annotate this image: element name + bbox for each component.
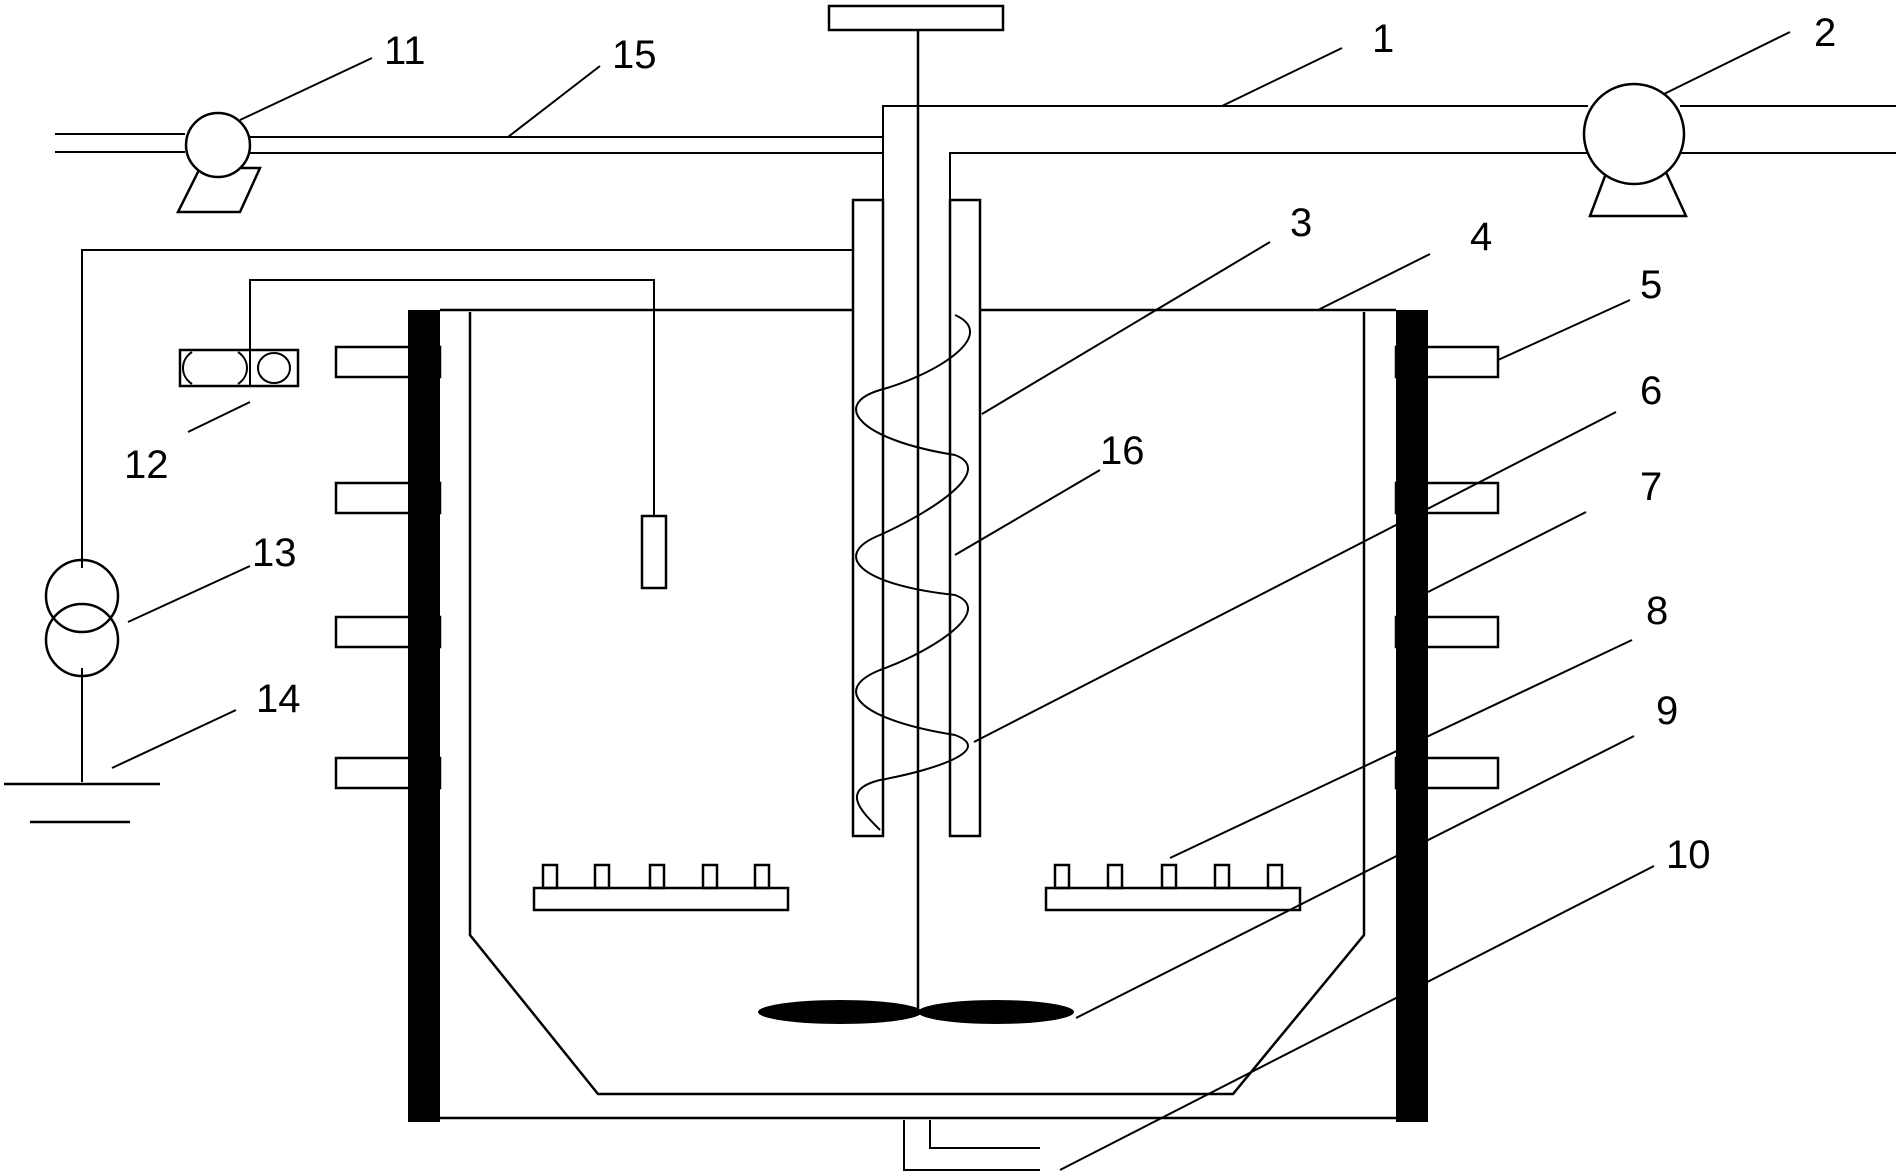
ground-icon <box>4 782 160 824</box>
label-2: 2 <box>1814 11 1836 55</box>
label-7: 7 <box>1640 465 1662 509</box>
label-12: 12 <box>124 443 169 487</box>
inlet-pipe-left <box>55 133 883 154</box>
label-9: 9 <box>1656 689 1678 733</box>
heating-coil <box>855 314 971 831</box>
reactor-vessel <box>408 308 1428 1122</box>
label-16: 16 <box>1100 429 1145 473</box>
power-line <box>81 249 854 782</box>
label-4: 4 <box>1470 215 1492 259</box>
distributor-right <box>1044 863 1302 912</box>
stirrer-shaft <box>827 4 1005 1014</box>
draft-tube <box>851 198 982 838</box>
sensor-icon <box>178 279 668 590</box>
label-5: 5 <box>1640 263 1662 307</box>
label-6: 6 <box>1640 369 1662 413</box>
label-10: 10 <box>1666 833 1711 877</box>
pump-icon <box>175 111 262 214</box>
transformer-icon <box>44 558 120 678</box>
distributor-left <box>532 863 790 912</box>
outlet-pipe-right <box>882 105 1896 250</box>
fins-left <box>334 345 442 790</box>
pump-icon <box>1582 82 1688 218</box>
label-14: 14 <box>256 677 301 721</box>
fins-right <box>1394 345 1500 790</box>
label-15: 15 <box>612 33 657 77</box>
label-3: 3 <box>1290 201 1312 245</box>
bottom-outlet <box>903 1120 1040 1171</box>
label-8: 8 <box>1646 589 1668 633</box>
impeller-icon <box>758 1000 1074 1024</box>
leader-lines <box>111 31 1791 1171</box>
label-11: 11 <box>384 29 426 73</box>
label-1: 1 <box>1372 17 1394 61</box>
label-13: 13 <box>252 531 297 575</box>
